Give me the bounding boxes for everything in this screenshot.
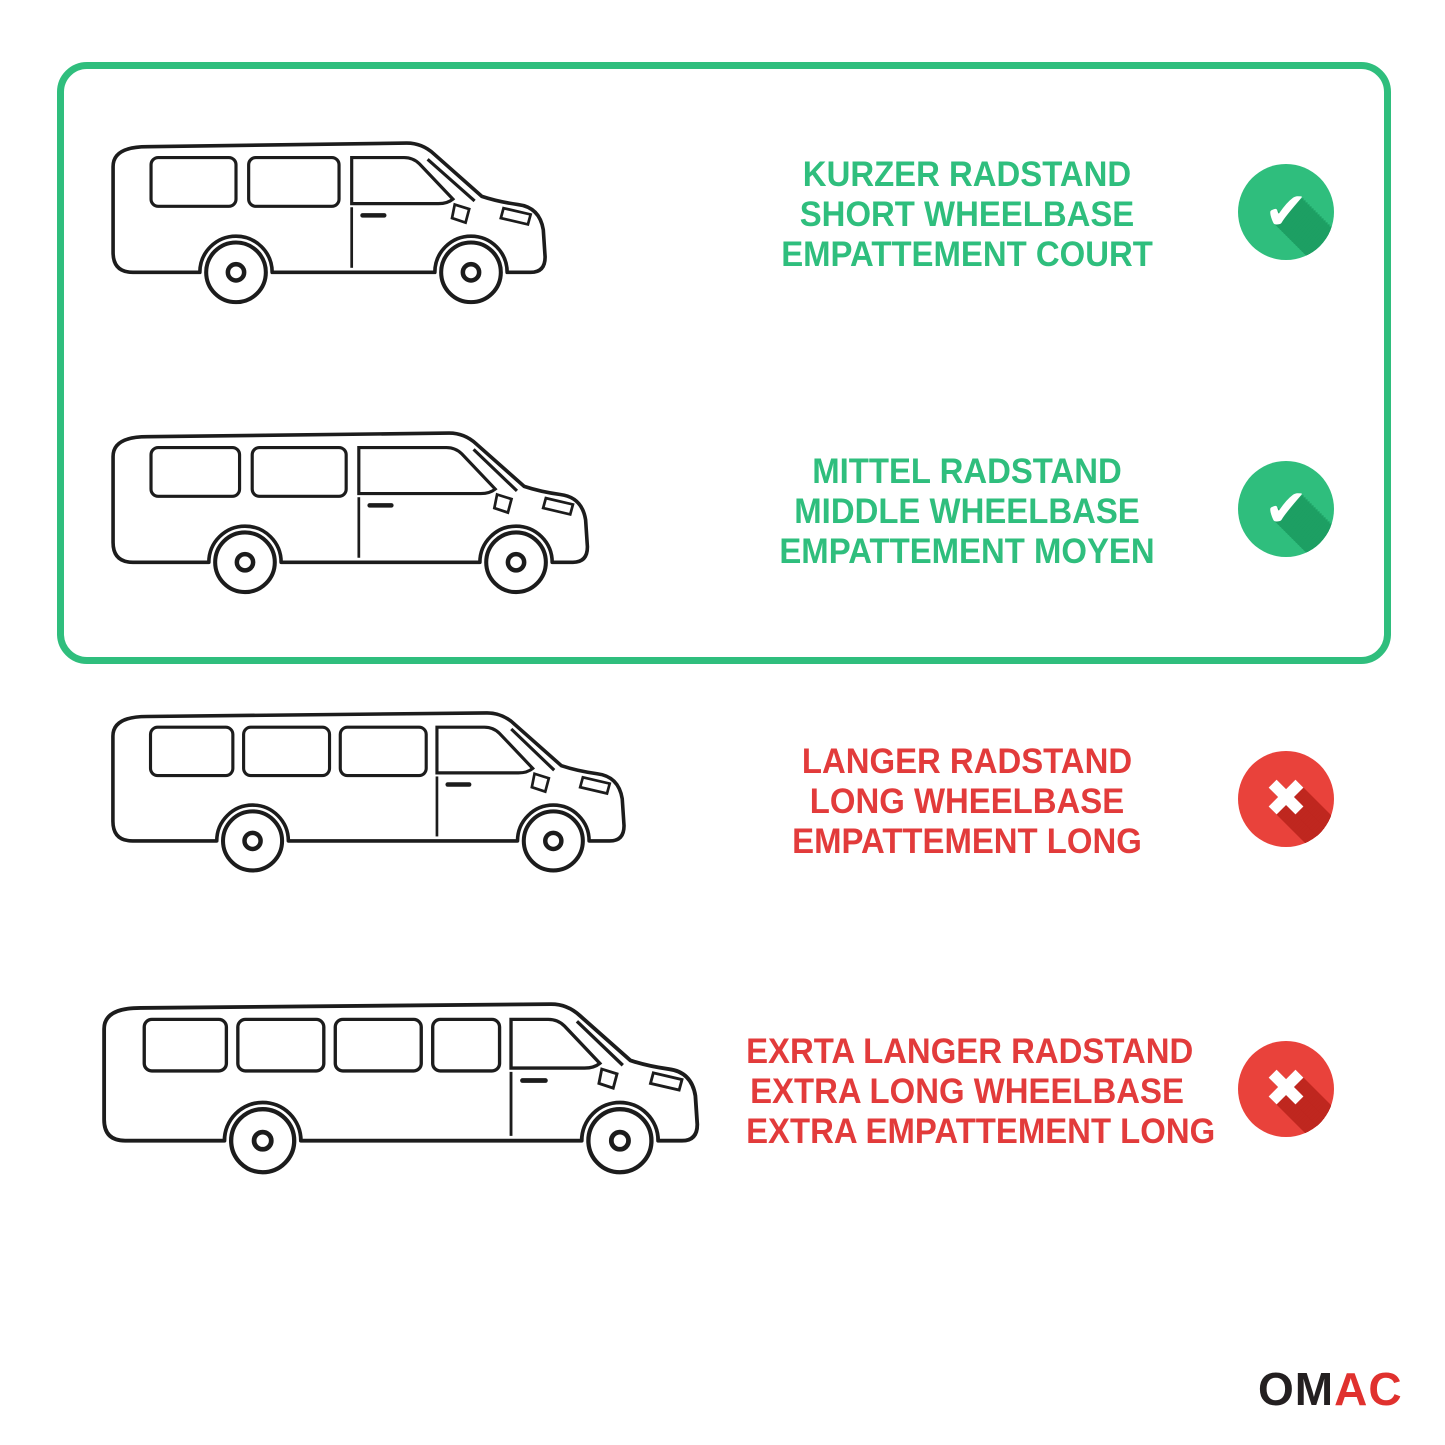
wheelbase-label-short: KURZER RADSTAND SHORT WHEELBASE EMPATTEM… [746, 155, 1188, 275]
label-line-de: EXRTA LANGER RADSTAND [746, 1032, 1194, 1071]
wheelbase-label-extra-long: EXRTA LANGER RADSTAND EXTRA LONG WHEELBA… [746, 1032, 1216, 1152]
van-short-illustration [95, 125, 565, 310]
check-glyph: ✔ [1264, 182, 1308, 242]
label-line-fr: EMPATTEMENT COURT [781, 235, 1153, 274]
van-extra-long-illustration [85, 985, 725, 1181]
omac-logo: OMAC [1258, 1362, 1403, 1416]
checkmark-icon: ✔ [1238, 164, 1334, 260]
wheelbase-row-extra-long: EXRTA LANGER RADSTAND EXTRA LONG WHEELBA… [0, 968, 1445, 1218]
cross-icon: ✖ [1238, 1041, 1334, 1137]
wheelbase-row-middle: MITTEL RADSTAND MIDDLE WHEELBASE EMPATTE… [0, 395, 1445, 630]
omac-logo-om: OM [1258, 1363, 1335, 1415]
label-line-fr: EMPATTEMENT LONG [792, 822, 1142, 861]
wheelbase-label-long: LANGER RADSTAND LONG WHEELBASE EMPATTEME… [746, 742, 1188, 862]
label-line-de: KURZER RADSTAND [802, 155, 1132, 194]
label-line-fr: EMPATTEMENT MOYEN [779, 532, 1155, 571]
omac-logo-ac: AC [1334, 1363, 1403, 1415]
checkmark-icon: ✔ [1238, 461, 1334, 557]
cross-glyph: ✖ [1264, 769, 1308, 829]
label-line-en: EXTRA LONG WHEELBASE [750, 1072, 1184, 1111]
cross-icon: ✖ [1238, 751, 1334, 847]
label-line-de: MITTEL RADSTAND [812, 452, 1122, 491]
wheelbase-label-middle: MITTEL RADSTAND MIDDLE WHEELBASE EMPATTE… [746, 452, 1188, 572]
wheelbase-row-short: KURZER RADSTAND SHORT WHEELBASE EMPATTEM… [0, 110, 1445, 350]
label-line-fr: EXTRA EMPATTEMENT LONG [746, 1112, 1216, 1151]
compatible-group-border [57, 62, 1391, 664]
label-line-en: SHORT WHEELBASE [799, 195, 1135, 234]
label-line-en: LONG WHEELBASE [809, 782, 1125, 821]
van-long-illustration [95, 695, 650, 879]
cross-glyph: ✖ [1264, 1059, 1308, 1119]
label-line-de: LANGER RADSTAND [801, 742, 1133, 781]
label-line-en: MIDDLE WHEELBASE [794, 492, 1140, 531]
van-middle-illustration [95, 415, 610, 600]
wheelbase-row-long: LANGER RADSTAND LONG WHEELBASE EMPATTEME… [0, 685, 1445, 915]
check-glyph: ✔ [1264, 479, 1308, 539]
